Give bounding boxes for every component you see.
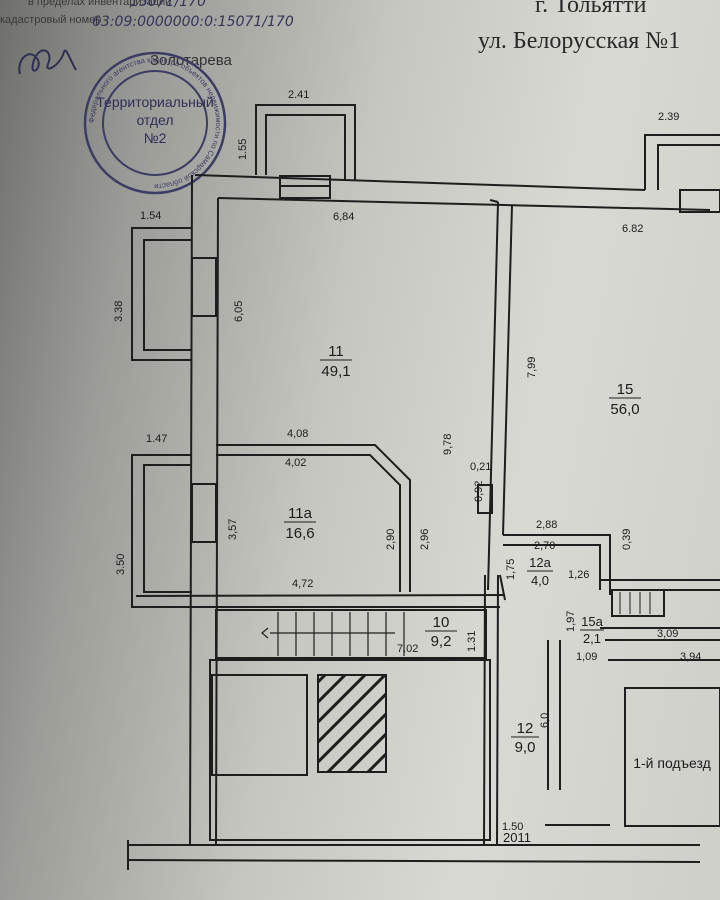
entrance-label: 1-й подъезд [633,755,711,771]
dim: 3,09 [657,628,678,640]
dim: 1,26 [568,569,589,581]
dim: 2.39 [658,111,679,123]
room-11a-area: 16,6 [285,525,314,542]
stamp-ring: Федерального агентства кадастра объектов… [83,51,227,195]
dim: 1,09 [576,651,597,663]
territorial-stamp: Федерального агентства кадастра объектов… [80,48,230,198]
room-10-area: 9,2 [431,633,452,650]
dim: 1,75 [505,559,517,580]
room-10-number: 10 [433,614,450,631]
header-street: ул. Белорусская №1 [478,28,681,54]
dim: 0,21 [470,461,491,473]
stamp-line-2: отдел [136,112,174,128]
cadastral-number: 63:09:0000000:0:15071/170 [92,14,294,30]
dim: 2,70 [534,540,555,552]
header-top-line: в пределах инвентаризации [28,0,172,8]
plan-year: 2011 [503,830,531,845]
dim: 4,08 [287,428,308,440]
room-11a-number: 11а [288,505,313,522]
room-12-area: 9,0 [515,739,536,756]
dim: 2,88 [536,519,557,531]
dim: 7.02 [397,643,418,655]
dim: 9,78 [442,434,454,455]
doc-number: 15071/170 [130,0,206,10]
dim: 1.31 [466,631,478,652]
dim: 1.50 [502,821,523,833]
stamp-line-1: Территориальный [96,94,214,110]
dim: 6,84 [333,211,354,223]
executor-name: Золотарева [150,52,232,69]
dim: 1.55 [237,139,249,160]
dim: 3,94 [680,651,701,663]
dim: 3.50 [115,554,127,575]
room-11-number: 11 [328,343,344,360]
dim: 1.47 [146,433,167,445]
dim: 7,99 [526,357,538,378]
room-12a-area: 4,0 [531,573,549,588]
dim: 2,96 [419,529,431,550]
room-15-area: 56,0 [610,401,639,418]
header-city: г. Тольятти [535,0,647,18]
dim: 6,0 [539,713,551,728]
room-12-number: 12 [517,720,534,737]
dim: 2,90 [385,529,397,550]
cadastral-label: кадастровый номер [0,14,102,26]
room-11-area: 49,1 [321,363,350,380]
dim: 6,05 [233,301,245,322]
room-15a-area: 2,1 [583,631,601,646]
room-15-number: 15 [617,381,634,398]
dim: 3,57 [227,519,239,540]
dim: 4,72 [292,578,313,590]
stamp-line-3: №2 [143,130,167,146]
room-15a-number: 15а [581,614,603,629]
dim: 1.54 [140,210,161,222]
dim: 6.82 [622,223,643,235]
dim: 3.38 [113,301,125,322]
dim: 0,39 [621,529,633,550]
dim: 2.41 [288,89,309,101]
signature-mark [18,49,77,75]
dim: 4,02 [285,457,306,469]
dim: 1,97 [565,611,577,632]
dim: 0,92 [473,481,485,502]
room-12a-number: 12а [529,555,551,570]
